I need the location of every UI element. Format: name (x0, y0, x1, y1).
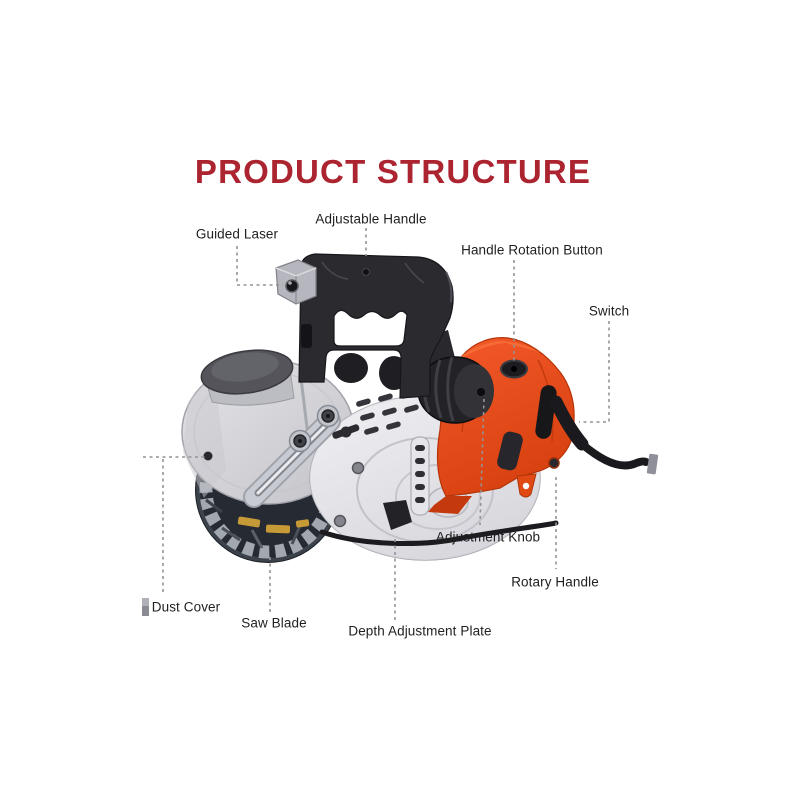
depth-plate-graphic (319, 500, 559, 547)
laser-lens (285, 279, 299, 293)
hanging-tab (516, 473, 537, 498)
leader-line-switch (579, 321, 610, 423)
arm-bolt-lower (288, 429, 312, 453)
laser-module-graphic (275, 259, 317, 305)
page-title: PRODUCT STRUCTURE (194, 153, 592, 190)
power-cord-graphic (549, 395, 659, 475)
depth-adjustment-arm-graphic (243, 404, 360, 508)
label-adjustment-knob: Adjustment Knob (435, 529, 541, 545)
leader-line-dust-cover (143, 456, 205, 595)
dust-cover-screw (203, 451, 213, 461)
label-saw-blade: Saw Blade (241, 615, 307, 631)
label-rotary-handle: Rotary Handle (511, 574, 599, 590)
leader-line-guided-laser (236, 246, 283, 286)
label-dust-cover: Dust Cover (151, 599, 221, 615)
wing-nut (332, 424, 360, 439)
dust-cover-cap (200, 349, 294, 395)
label-depth-adjustment-plate: Depth Adjustment Plate (348, 623, 492, 639)
leader-line-adjustment-knob (479, 398, 485, 526)
handle-screw (362, 268, 370, 276)
label-adjustable-handle: Adjustable Handle (315, 211, 427, 227)
vent-ladder (410, 436, 430, 516)
adjustable-handle-graphic (275, 253, 454, 399)
label-handle-rotation-button: Handle Rotation Button (461, 242, 603, 258)
arm-bolt-upper (316, 404, 340, 428)
leader-lines (143, 228, 610, 620)
artifact-mark (142, 598, 149, 616)
label-switch: Switch (588, 303, 630, 319)
vent-slots (356, 390, 419, 435)
body-hole (548, 457, 560, 469)
cord-tag (646, 453, 659, 475)
label-guided-laser: Guided Laser (195, 226, 279, 242)
